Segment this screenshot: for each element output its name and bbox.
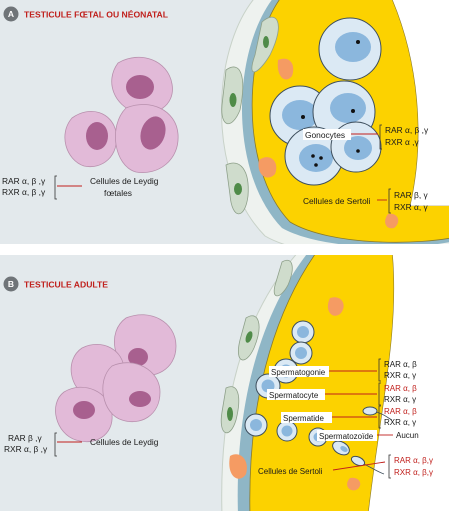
leydig-b-label: Cellules de Leydig [90, 437, 159, 447]
spermatide-rar: RAR α, β [384, 407, 417, 416]
spermatogonie-label: Spermatogonie [271, 368, 326, 377]
gonocytes-rar: RAR α, β ,γ [385, 125, 429, 135]
panel-b-letter: B [8, 279, 14, 289]
germ-cells-b [244, 320, 393, 475]
sertoli-a-annotation: Cellules de Sertoli RAR β, γ RXR α, γ [303, 188, 429, 214]
leydig-a-annotation: RAR α, β ,γ RXR α, β ,γ Cellules de Leyd… [2, 175, 159, 200]
panel-a-letter-badge [3, 6, 19, 22]
spermatozoide-label: Spermatozoïde [319, 432, 374, 441]
spermatogonie-rxr: RXR α, γ [384, 371, 416, 380]
sertoli-a-rar: RAR β, γ [394, 190, 428, 200]
myoid-cells-a [221, 16, 279, 215]
spermatogonie-annotation: Spermatogonie RAR α, β RXR α, γ [269, 358, 417, 382]
gonocytes-a [269, 17, 382, 186]
panel-b: B TESTICULE ADULTE RAR β ,γ RXR α, β ,γ … [0, 255, 449, 511]
panel-b-letter-badge [3, 276, 19, 292]
leydig-b-rxr: RXR α, β ,γ [4, 444, 48, 454]
panel-a-tubule [221, 0, 449, 244]
panel-b-title: TESTICULE ADULTE [24, 280, 108, 290]
spermatozoide-receptor: Aucun [396, 431, 419, 440]
gonocytes-label: Gonocytes [305, 130, 345, 140]
leydig-a-label-line1: Cellules de Leydig [90, 176, 159, 186]
panel-a: A TESTICULE FŒTAL OU NÉONATAL RAR α, β ,… [0, 0, 449, 244]
spermatocyte-rxr: RXR α, γ [384, 395, 416, 404]
gonocytes-a-annotation: Gonocytes RAR α, β ,γ RXR α ,γ [303, 124, 429, 150]
leydig-cells-b [55, 314, 177, 442]
leydig-a-rar: RAR α, β ,γ [2, 176, 46, 186]
sertoli-b-rxr: RXR α, β,γ [394, 468, 433, 477]
myoid-cells-b [220, 259, 293, 433]
leydig-cells-a [64, 56, 179, 174]
spermatocyte-label: Spermatocyte [269, 391, 319, 400]
gonocytes-rxr: RXR α ,γ [385, 137, 420, 147]
panel-b-tubule [220, 255, 449, 511]
leydig-a-rxr: RXR α, β ,γ [2, 187, 46, 197]
spermatide-rxr: RXR α, γ [384, 418, 416, 427]
spermatide-annotation: Spermatide RAR α, β RXR α, γ [281, 405, 417, 429]
panel-a-title: TESTICULE FŒTAL OU NÉONATAL [24, 10, 168, 20]
sertoli-nuclei-b [229, 297, 361, 491]
sertoli-nuclei-a [258, 58, 399, 229]
spermatide-label: Spermatide [283, 414, 324, 423]
spermatogonie-rar: RAR α, β [384, 360, 417, 369]
leydig-a-label-line2: fœtales [104, 188, 132, 198]
sertoli-a-label: Cellules de Sertoli [303, 196, 371, 206]
spermatocyte-annotation: Spermatocyte RAR α, β RXR α, γ [267, 382, 417, 406]
leydig-b-rar: RAR β ,γ [8, 433, 42, 443]
sertoli-a-rxr: RXR α, γ [394, 202, 429, 212]
sertoli-b-label: Cellules de Sertoli [258, 467, 323, 476]
spermatocyte-rar: RAR α, β [384, 384, 417, 393]
leydig-b-annotation: RAR β ,γ RXR α, β ,γ Cellules de Leydig [4, 432, 159, 457]
sertoli-b-annotation: Cellules de Sertoli RAR α, β,γ RXR α, β,… [258, 454, 433, 479]
panel-a-letter: A [8, 9, 14, 19]
spermatozoide-annotation: Spermatozoïde Aucun [317, 430, 419, 441]
sertoli-b-rar: RAR α, β,γ [394, 456, 433, 465]
